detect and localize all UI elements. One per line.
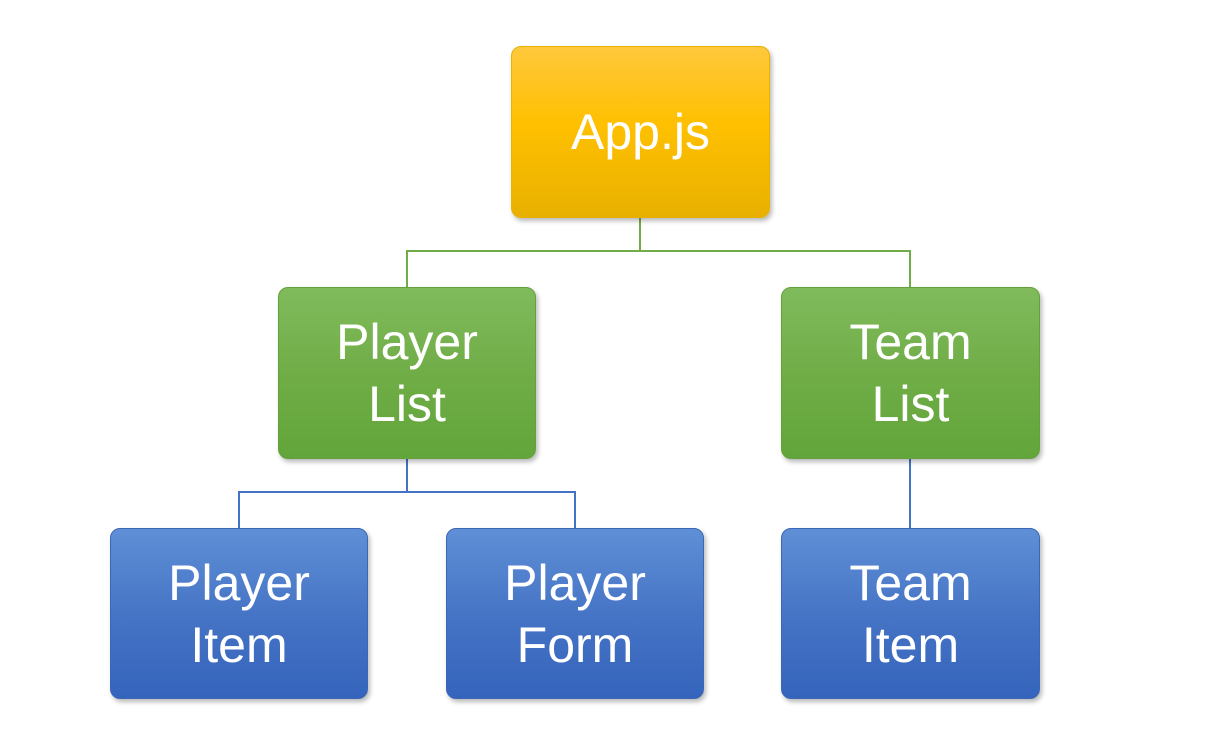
node-team-item-line1: Team [849,554,972,611]
node-team-list-line1: Team [849,314,972,370]
node-player-list: Player List [278,287,536,459]
node-player-list-line2: List [368,376,446,432]
node-team-list-line2: List [871,376,950,432]
connector-app-to-player-list [406,218,641,288]
connector-app-to-team-list [640,250,911,288]
connector-player-list-to-player-item [238,459,408,529]
node-app-js: App.js [511,46,770,218]
node-app-js-label: App.js [571,104,710,160]
node-player-form-line2: Form [516,616,634,673]
node-team-list: Team List [781,287,1040,459]
node-player-form: Player Form [446,528,704,699]
node-team-item-line2: Item [861,616,960,673]
node-team-item: Team Item [781,528,1040,699]
node-player-item: Player Item [110,528,368,699]
node-player-item-line2: Item [190,616,288,673]
node-player-list-line1: Player [336,314,478,370]
connector-player-list-to-player-form [407,491,576,529]
node-player-item-line1: Player [168,554,310,611]
node-player-form-line1: Player [504,554,646,611]
